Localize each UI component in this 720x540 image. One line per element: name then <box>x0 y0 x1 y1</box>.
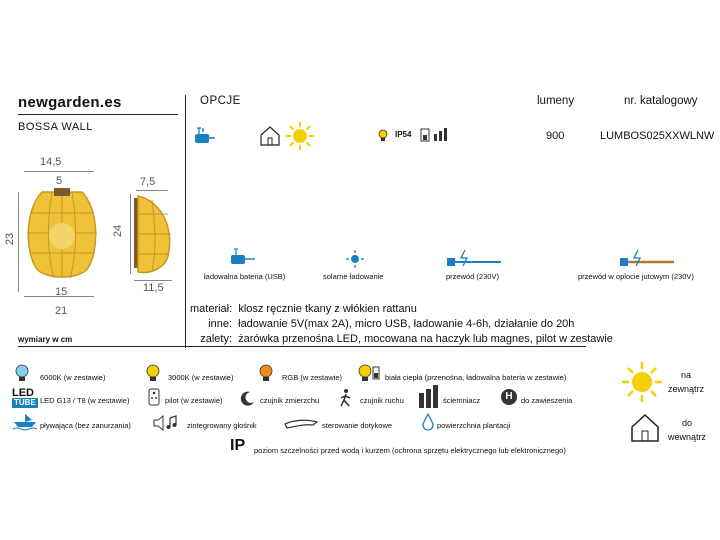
hook-icon: H <box>501 389 517 405</box>
legend-dusk-sensor: czujnik zmierzchu <box>260 396 320 405</box>
speaker-icon <box>153 414 177 432</box>
legend-indoor: do wewnątrz <box>667 418 706 442</box>
catalog-value: LUMBOS025XXWLNW <box>600 130 715 142</box>
legend-led-g13: LED G13 / T8 (w zestawie) <box>40 396 130 405</box>
solar-icon <box>346 250 364 268</box>
remote-icon <box>148 388 160 406</box>
legend-outdoor: na zewnątrz <box>667 370 704 394</box>
legend-motion-sensor: czujnik ruchu <box>360 396 404 405</box>
dim-line-front-top <box>24 171 94 172</box>
dim-side-height: 24 <box>112 224 125 238</box>
floating-boat-icon <box>12 414 38 431</box>
brand-underline <box>18 114 178 115</box>
dim-front-height: 23 <box>4 232 17 246</box>
power-option-jute-cable: przewód w oplocie jutowym (230V) <box>578 272 694 281</box>
legend-dimmer: ściemniacz <box>443 396 481 405</box>
spec-material: materiał: klosz ręcznie tkany z włókien … <box>190 303 417 315</box>
product-name: BOSSA WALL <box>18 121 93 133</box>
power-option-cable: przewód (230V) <box>446 272 499 281</box>
jute-cable-icon <box>620 249 674 267</box>
ip-big-label: IP <box>230 437 246 454</box>
power-option-solar: solarne ładowanie <box>323 272 384 281</box>
dim-line-side-top <box>136 190 168 191</box>
dim-front-inner: 5 <box>56 175 63 187</box>
cable-icon <box>447 249 501 267</box>
bulb-small-icon <box>378 129 388 141</box>
bulb-rgb-icon <box>259 364 273 381</box>
catalog-header: nr. katalogowy <box>624 95 698 107</box>
legend-3000k: 3000K (w zestawie) <box>168 373 234 382</box>
legend-warm-white: biała ciepła (przenośna, ładowalna bater… <box>385 373 567 382</box>
bulb-warm-battery-icon <box>358 364 380 381</box>
motion-sensor-icon <box>340 389 351 407</box>
vertical-divider <box>185 95 186 348</box>
touch-control-icon <box>284 419 319 429</box>
dim-side-bottom: 11,5 <box>143 282 164 294</box>
lumens-value: 900 <box>546 130 565 142</box>
bulb-6000k-icon <box>15 364 29 381</box>
dim-front-bottom: 21 <box>55 305 68 317</box>
brand-name: newgarden.es <box>18 94 122 111</box>
legend-hanging: do zawieszenia <box>521 396 573 405</box>
dimmer-icon <box>419 385 438 408</box>
lamp-side-drawing <box>134 195 171 274</box>
lumens-header: lumeny <box>537 95 575 107</box>
usb-battery-icon <box>195 127 215 143</box>
dim-line-side-height <box>130 194 131 274</box>
legend-floating: pływająca (bez zanurzania) <box>40 421 131 430</box>
dim-side-top: 7,5 <box>140 176 156 188</box>
dim-line-front-base <box>24 296 94 297</box>
legend-remote: pilot (w zestawie) <box>165 396 223 405</box>
dim-line-front-height <box>18 192 19 292</box>
legend-plantation: powierzchnia plantacji <box>437 421 511 430</box>
legend-speaker: zintegrowany głośnik <box>187 421 257 430</box>
ip54-label: IP54 <box>395 130 412 139</box>
sun-icon <box>286 122 314 150</box>
dim-front-base: 15 <box>55 286 68 298</box>
legend-6000k: 6000K (w zestawie) <box>40 373 106 382</box>
lamp-front-drawing <box>27 188 97 279</box>
outdoor-sun-icon <box>622 362 662 402</box>
power-option-usb: ładowalna bateria (USB) <box>204 272 286 281</box>
usb-charge-icon <box>231 248 255 264</box>
spec-pros: zalety: żarówka przenośna LED, mocowana … <box>200 333 613 345</box>
legend-touch: sterowanie dotykowe <box>322 421 393 430</box>
options-title: OPCJE <box>200 95 241 107</box>
water-drop-icon <box>422 412 434 431</box>
house-icon <box>260 126 280 146</box>
indoor-house-icon <box>631 413 659 442</box>
dim-front-top: 14,5 <box>40 156 62 168</box>
legend-ip: poziom szczelności przed wodą i kurzem (… <box>254 446 566 455</box>
horizontal-divider <box>18 346 586 347</box>
dusk-sensor-icon <box>240 391 254 406</box>
dim-line-side-bottom <box>134 280 172 281</box>
dimension-note: wymiary w cm <box>18 335 73 344</box>
spec-other: inne: ładowanie 5V(max 2A), micro USB, ł… <box>208 318 575 330</box>
battery-level-icon <box>420 128 447 142</box>
bulb-3000k-icon <box>146 364 160 381</box>
legend-rgb: RGB (w zestawie) <box>282 373 343 382</box>
